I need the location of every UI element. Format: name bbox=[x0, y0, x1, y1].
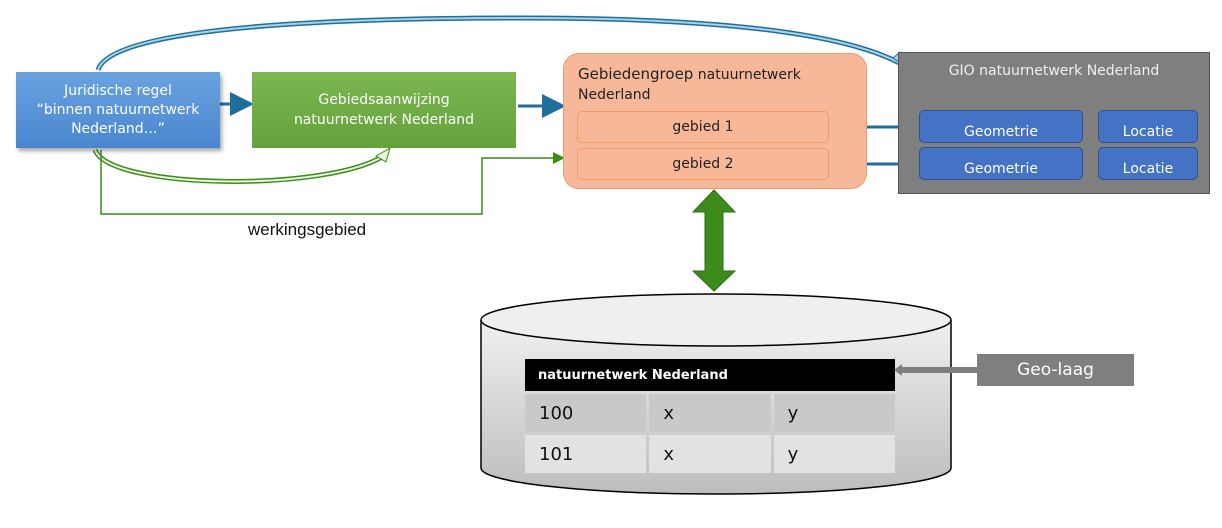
gio-locatie-2: Locatie bbox=[1098, 147, 1198, 180]
gio-geometrie-1: Geometrie bbox=[919, 110, 1083, 143]
gebiedengroep-title-bold: Gebiedengroep bbox=[578, 65, 694, 83]
gebied-1: gebied 1 bbox=[577, 111, 829, 143]
gebiedengroep-title: Gebiedengroep natuurnetwerk Nederland bbox=[578, 64, 858, 105]
juridische-regel-box: Juridische regel “binnen natuurnetwerk N… bbox=[16, 72, 220, 148]
database-table-title: natuurnetwerk Nederland bbox=[525, 359, 895, 391]
geo-laag-label: Geo-laag bbox=[977, 354, 1134, 386]
table-row: 101 x y bbox=[525, 435, 895, 473]
double-arrow-gebiedengroep-database bbox=[691, 189, 737, 292]
table-cell: 101 bbox=[525, 435, 647, 473]
database-cylinder-top bbox=[480, 293, 952, 347]
gebiedsaanwijzing-line2: natuurnetwerk Nederland bbox=[293, 112, 475, 128]
juridische-regel-line3: Nederland…” bbox=[71, 120, 165, 137]
juridische-regel-line2: “binnen natuurnetwerk bbox=[36, 101, 200, 118]
table-cell: x bbox=[649, 435, 771, 473]
gio-title: GIO natuurnetwerk Nederland bbox=[948, 63, 1160, 79]
werkingsgebied-line bbox=[100, 150, 565, 215]
gio-geometrie-2: Geometrie bbox=[919, 147, 1083, 180]
gebied-2: gebied 2 bbox=[577, 148, 829, 180]
table-cell: y bbox=[773, 394, 895, 432]
gebiedsaanwijzing-box: Gebiedsaanwijzing natuurnetwerk Nederlan… bbox=[252, 72, 516, 148]
werkingsgebied-label: werkingsgebied bbox=[248, 220, 367, 239]
gio-locatie-1: Locatie bbox=[1098, 110, 1198, 143]
juridische-regel-line1: Juridische regel bbox=[64, 82, 172, 99]
table-cell: x bbox=[649, 394, 771, 432]
gebiedsaanwijzing-line1: Gebiedsaanwijzing bbox=[318, 92, 450, 108]
curved-arrow-to-gebiedsaanwijzing bbox=[92, 148, 387, 184]
table-row: 100 x y bbox=[525, 394, 895, 432]
table-cell: 100 bbox=[525, 394, 647, 432]
table-cell: y bbox=[773, 435, 895, 473]
database-table: natuurnetwerk Nederland 100 x y 101 x y bbox=[525, 359, 895, 473]
gebiedengroep-title-rest: natuurnetwerk Nederland bbox=[578, 67, 801, 103]
